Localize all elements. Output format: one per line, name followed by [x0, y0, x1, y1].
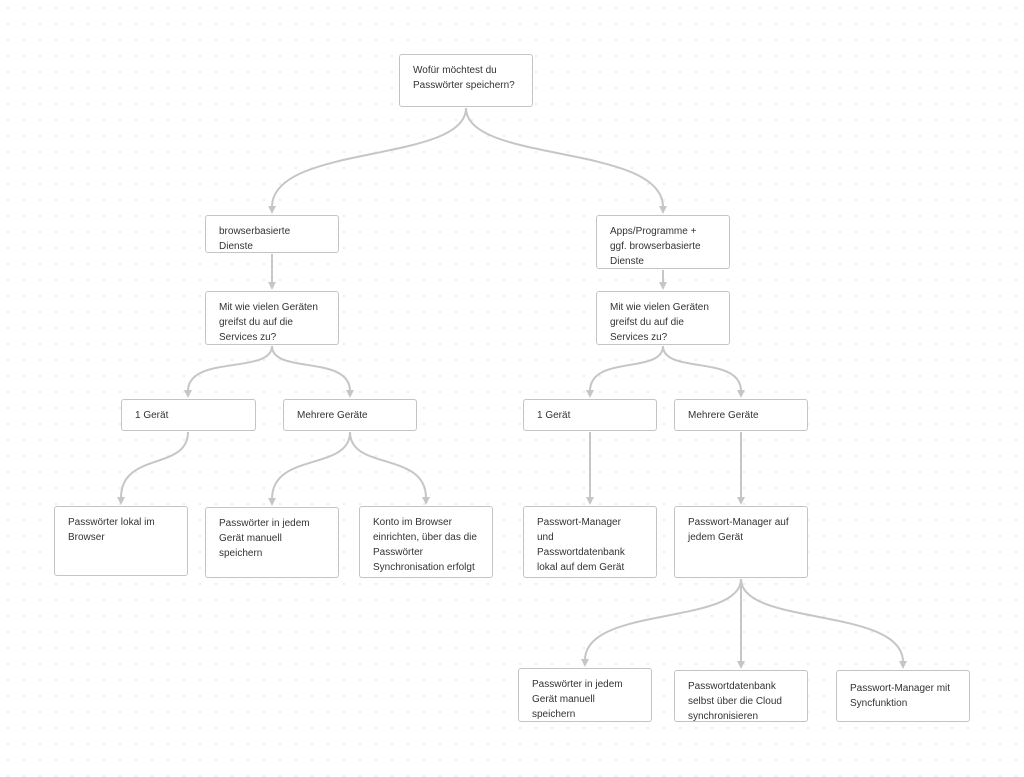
one-device-node-left[interactable]: 1 Gerät: [121, 399, 256, 431]
edge-pm-manual-line: [584, 578, 742, 661]
edge-pm-sync-line: [740, 578, 904, 663]
apps-programs-node[interactable]: Apps/Programme + ggf. browserbasierte Di…: [596, 215, 730, 269]
edge-browser-question-arrowhead: [268, 282, 276, 290]
edge-oneright-pm: [586, 432, 594, 505]
local-password-manager-node[interactable]: Passwort-Manager und Passwortdatenbank l…: [523, 506, 657, 578]
edge-one-local: [117, 431, 189, 505]
edge-pm-manual-arrowhead: [581, 659, 589, 667]
edge-qright-multi-arrowhead: [737, 390, 745, 398]
edge-multiright-pm-arrowhead: [737, 497, 745, 505]
edge-root-apps-line: [465, 107, 664, 208]
edge-qleft-multi: [271, 345, 354, 398]
edge-pm-cloud: [737, 579, 745, 669]
edge-qleft-one-line: [187, 345, 273, 392]
edge-pm-sync-arrowhead: [899, 661, 907, 669]
edge-root-browser-line: [271, 107, 467, 208]
edge-multi-manual: [268, 431, 351, 506]
multiple-devices-node-right[interactable]: Mehrere Geräte: [674, 399, 808, 431]
edge-root-browser-arrowhead: [268, 206, 276, 214]
edge-qleft-multi-line: [271, 345, 351, 392]
edge-one-local-line: [120, 431, 189, 499]
edge-root-browser: [268, 107, 467, 214]
edge-qright-one-line: [589, 345, 664, 392]
local-browser-passwords-node[interactable]: Passwörter lokal im Browser: [54, 506, 188, 576]
edge-multi-account-arrowhead: [422, 497, 430, 505]
edge-multi-account-line: [349, 431, 427, 499]
cloud-sync-database-node[interactable]: Passwortdatenbank selbst über die Cloud …: [674, 670, 808, 722]
edge-apps-question: [659, 270, 667, 290]
multiple-devices-node-left[interactable]: Mehrere Geräte: [283, 399, 417, 431]
edge-multi-manual-line: [271, 431, 351, 500]
edge-qleft-one-arrowhead: [184, 390, 192, 398]
edge-multi-manual-arrowhead: [268, 498, 276, 506]
password-manager-sync-node[interactable]: Passwort-Manager mit Syncfunktion: [836, 670, 970, 722]
password-manager-each-device-node[interactable]: Passwort-Manager auf jedem Gerät: [674, 506, 808, 578]
edge-qleft-one: [184, 345, 273, 398]
edge-qright-one: [586, 345, 664, 398]
edge-browser-question: [268, 254, 276, 290]
edge-qright-multi-line: [662, 345, 742, 392]
edge-one-local-arrowhead: [117, 497, 125, 505]
edge-root-apps-arrowhead: [659, 206, 667, 214]
edge-root-apps: [465, 107, 667, 214]
edge-qleft-multi-arrowhead: [346, 390, 354, 398]
edge-qright-one-arrowhead: [586, 390, 594, 398]
manual-per-device-node-right[interactable]: Passwörter in jedem Gerät manuell speich…: [518, 668, 652, 722]
edge-multi-account: [349, 431, 430, 505]
device-count-question-right[interactable]: Mit wie vielen Geräten greifst du auf di…: [596, 291, 730, 345]
edge-multiright-pm: [737, 432, 745, 505]
browser-account-sync-node[interactable]: Konto im Browser einrichten, über das di…: [359, 506, 493, 578]
edge-pm-manual: [581, 578, 742, 667]
edge-oneright-pm-arrowhead: [586, 497, 594, 505]
edge-qright-multi: [662, 345, 745, 398]
device-count-question-left[interactable]: Mit wie vielen Geräten greifst du auf di…: [205, 291, 339, 345]
manual-per-device-node-left[interactable]: Passwörter in jedem Gerät manuell speich…: [205, 507, 339, 578]
root-question-node[interactable]: Wofür möchtest du Passwörter speichern?: [399, 54, 533, 107]
edge-pm-cloud-arrowhead: [737, 661, 745, 669]
edge-apps-question-arrowhead: [659, 282, 667, 290]
browser-services-node[interactable]: browserbasierte Dienste: [205, 215, 339, 253]
edge-pm-sync: [740, 578, 907, 669]
one-device-node-right[interactable]: 1 Gerät: [523, 399, 657, 431]
